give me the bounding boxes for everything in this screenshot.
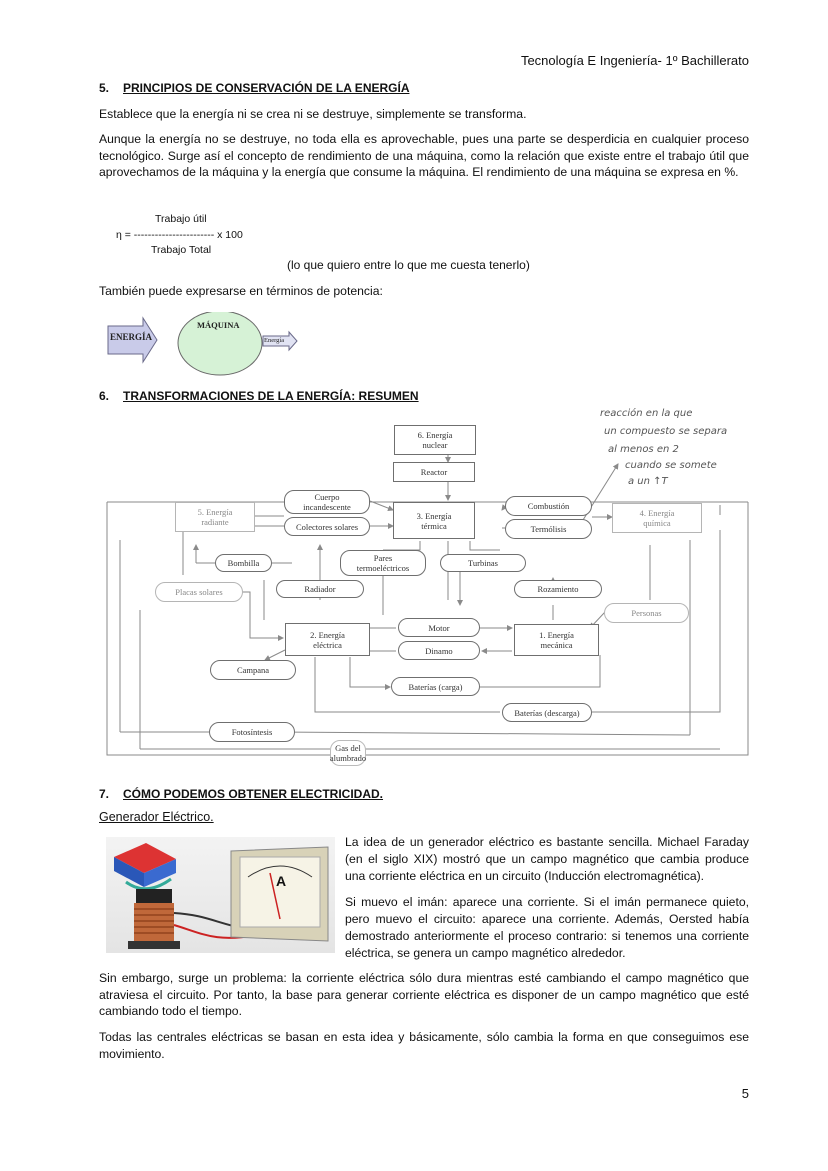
node-reactor: Reactor xyxy=(393,462,475,482)
rotation-arrow xyxy=(125,877,172,891)
paragraph: Sin embargo, surge un problema: la corri… xyxy=(99,971,749,1018)
paragraph: También puede expresarse en términos de … xyxy=(99,284,383,298)
node-dinamo: Dinamo xyxy=(398,641,480,660)
node-placas-solares: Placas solares xyxy=(155,582,243,602)
node-turbinas: Turbinas xyxy=(440,554,526,572)
section-number: 7. xyxy=(99,787,110,801)
handwritten-note: un compuesto se separa xyxy=(604,426,728,437)
node-radiador: Radiador xyxy=(276,580,364,598)
node-energia-mecanica: 1. Energía mecánica xyxy=(514,624,599,656)
page-header: Tecnología E Ingeniería- 1º Bachillerato xyxy=(520,53,749,68)
generator-illustration: A xyxy=(106,837,335,953)
output-label: Energía xyxy=(264,337,285,344)
node-energia-quimica: 4. Energía química xyxy=(612,503,702,533)
handwritten-note: cuando se somete xyxy=(625,460,717,471)
coil-core-top xyxy=(136,889,172,903)
section-number: 6. xyxy=(99,389,110,403)
machine-circle xyxy=(177,312,263,376)
section-7-heading: 7. CÓMO PODEMOS OBTENER ELECTRICIDAD. xyxy=(99,787,383,801)
connector xyxy=(314,657,500,713)
generator-drawing xyxy=(114,843,329,949)
formula-denominator: Trabajo Total xyxy=(151,244,212,256)
connector xyxy=(264,649,286,661)
connector xyxy=(369,500,394,511)
formula-numerator: Trabajo útil xyxy=(155,213,207,225)
node-rozamiento: Rozamiento xyxy=(514,580,602,598)
node-energia-radiante: 5. Energía radiante xyxy=(175,502,255,532)
section-title: PRINCIPIOS DE CONSERVACIÓN DE LA ENERGÍA xyxy=(123,81,410,95)
node-baterias-carga: Baterías (carga) xyxy=(391,677,480,696)
meter-needle xyxy=(269,872,281,920)
meter-scale xyxy=(247,865,313,878)
node-fotosintesis: Fotosíntesis xyxy=(209,722,295,742)
diagram-connectors xyxy=(106,455,749,756)
connector xyxy=(274,729,691,736)
node-gas-alumbrado: Gas del alumbrado xyxy=(330,740,366,766)
coil-base xyxy=(128,941,180,949)
coil-windings xyxy=(134,908,174,934)
node-termolisis: Termólisis xyxy=(505,519,592,539)
node-pares-termoelectricos: Pares termoeléctricos xyxy=(340,550,426,576)
magnet-side xyxy=(144,859,176,887)
node-colectores-solares: Colectores solares xyxy=(284,517,370,536)
paragraph: Todas las centrales eléctricas se basan … xyxy=(99,1030,749,1061)
input-label: ENERGÍA xyxy=(110,332,153,342)
node-motor: Motor xyxy=(398,618,480,637)
node-campana: Campana xyxy=(210,660,296,680)
paragraph: Aunque la energía no se destruye, no tod… xyxy=(99,132,749,179)
magnet-south xyxy=(114,857,144,887)
node-energia-termica: 3. Energía térmica xyxy=(393,502,475,539)
energy-diagram: 6. Energía nuclear Reactor Cuerpo incand… xyxy=(106,408,749,766)
handwritten-note: reacción en la que xyxy=(600,408,693,419)
formula-eta: η = ----------------------- x 100 xyxy=(116,229,243,241)
node-cuerpo-incandescente: Cuerpo incandescente xyxy=(284,490,370,514)
paragraph: Si muevo el imán: aparece una corriente.… xyxy=(345,895,749,960)
section-6-heading: 6. TRANSFORMACIONES DE LA ENERGÍA: RESUME… xyxy=(99,389,419,403)
paragraph: La idea de un generador eléctrico es bas… xyxy=(345,835,749,883)
section-5-heading: 5. PRINCIPIOS DE CONSERVACIÓN DE LA ENERG… xyxy=(99,81,409,95)
machine-label: MÁQUINA xyxy=(197,320,240,330)
magnet-north xyxy=(114,843,176,873)
connector xyxy=(592,530,721,713)
output-arrow xyxy=(262,330,298,352)
page-number: 5 xyxy=(741,1086,749,1101)
connector xyxy=(501,504,508,511)
machine-diagram-shapes xyxy=(107,312,298,376)
connector xyxy=(469,541,500,551)
meter-label: A xyxy=(276,873,287,889)
connector xyxy=(349,657,391,690)
connector xyxy=(383,541,421,551)
input-arrow xyxy=(107,316,158,364)
handwritten-note: a un ↑T xyxy=(628,476,668,487)
node-bombilla: Bombilla xyxy=(215,554,272,572)
section-title: TRANSFORMACIONES DE LA ENERGÍA: RESUMEN xyxy=(123,389,419,403)
node-baterias-descarga: Baterías (descarga) xyxy=(502,703,592,722)
node-energia-electrica: 2. Energía eléctrica xyxy=(285,623,370,656)
section-number: 5. xyxy=(99,81,110,95)
section-title: CÓMO PODEMOS OBTENER ELECTRICIDAD. xyxy=(123,787,384,801)
machine-diagram: ENERGÍA MÁQUINA Energía xyxy=(105,312,305,382)
subsection-title: Generador Eléctrico. xyxy=(99,810,214,824)
meter-face xyxy=(239,856,321,928)
handwritten-note: al menos en 2 xyxy=(608,444,679,455)
connector xyxy=(480,655,601,688)
node-nuclear: 6. Energía nuclear xyxy=(394,425,476,455)
node-personas: Personas xyxy=(604,603,689,623)
connector xyxy=(106,502,749,756)
formula-note: (lo que quiero entre lo que me cuesta te… xyxy=(287,258,530,272)
paragraph: Establece que la energía ni se crea ni s… xyxy=(99,107,527,121)
node-combustion: Combustión xyxy=(505,496,592,516)
